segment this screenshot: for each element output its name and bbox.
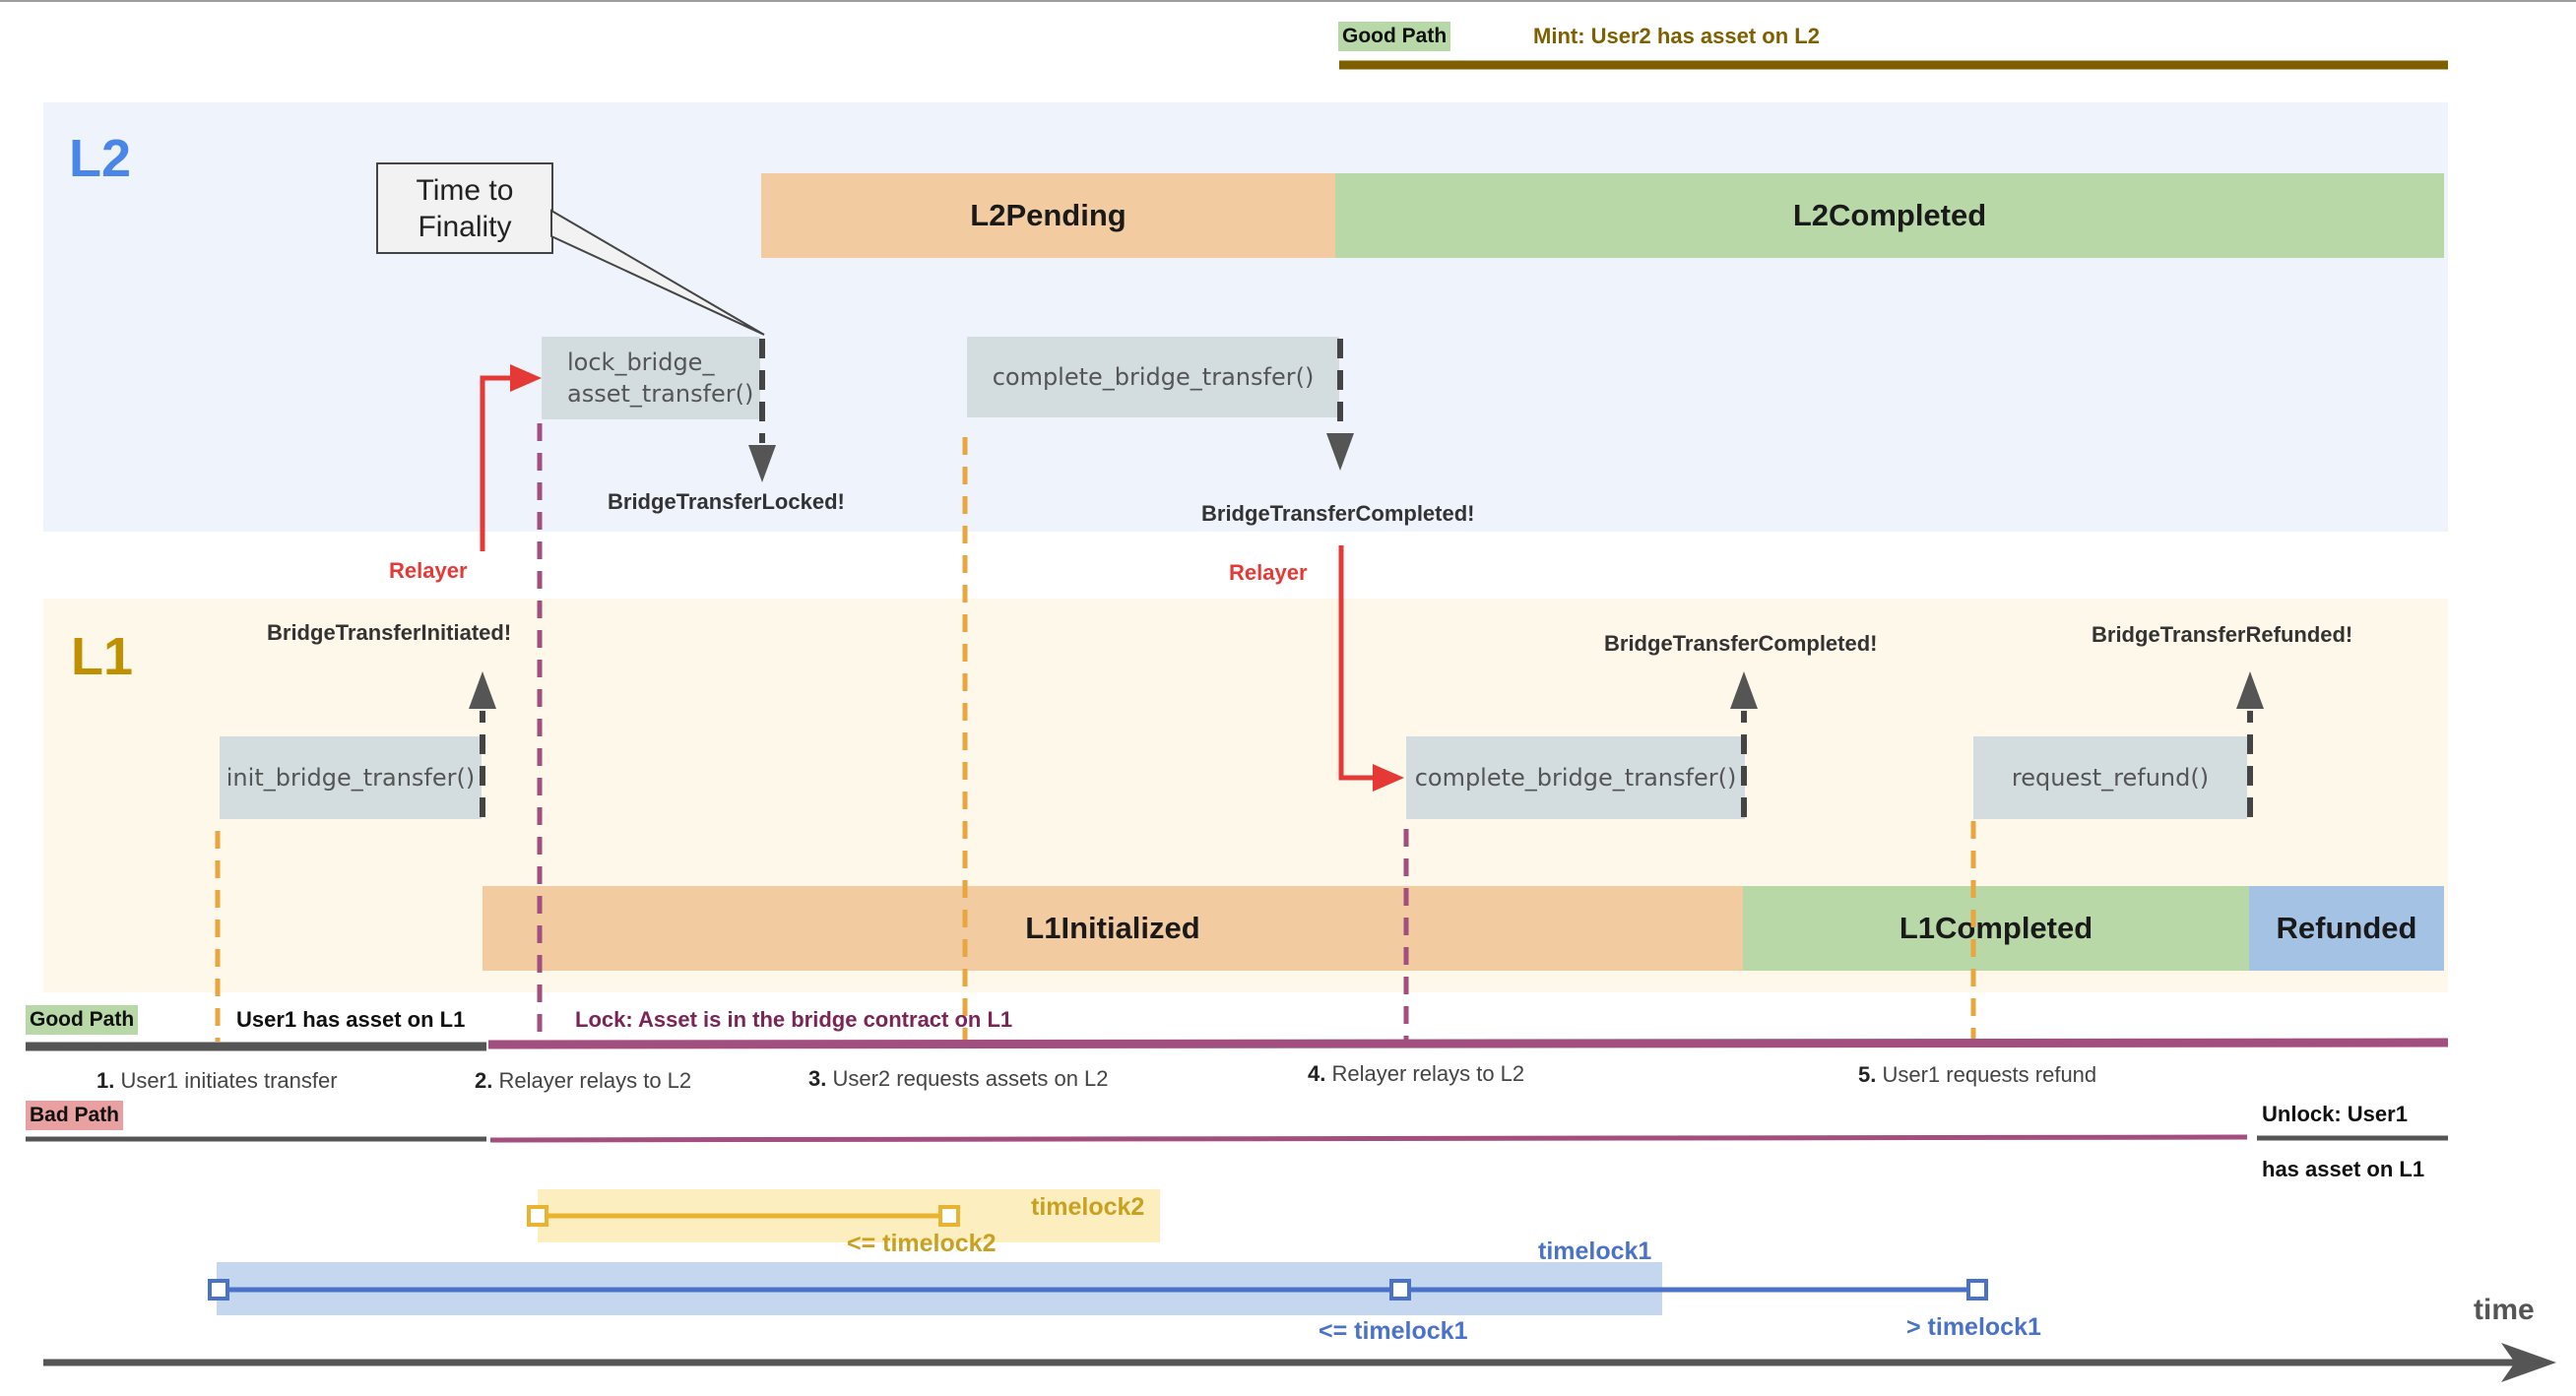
timelock2-start-marker — [527, 1205, 548, 1227]
relayer-arrow-to-l1 — [1338, 545, 1377, 781]
complete-bridge-transfer-l1-function: complete_bridge_transfer() — [1406, 736, 1745, 819]
l1-initialized-state: L1Initialized — [483, 886, 1743, 971]
initiated-event-arrow — [469, 671, 496, 709]
step-4: 4. Relayer relays to L2 — [1308, 1061, 1524, 1087]
relayer-arrowhead-to-l1 — [1373, 764, 1404, 792]
lock-bridge-asset-transfer-function: lock_bridge_ asset_transfer() — [542, 337, 760, 419]
l2-completed-state: L2Completed — [1335, 173, 2444, 258]
unlock-label-line1: Unlock: User1 — [2262, 1102, 2408, 1126]
request-refund-function: request_refund() — [1973, 736, 2247, 819]
relayer-label-second: Relayer — [1229, 560, 1308, 585]
complete-bridge-transfer-l2-function: complete_bridge_transfer() — [967, 337, 1339, 417]
step-3-text: User2 requests assets on L2 — [832, 1066, 1109, 1091]
step-1-text: User1 initiates transfer — [120, 1068, 338, 1093]
step-2: 2. Relayer relays to L2 — [475, 1068, 691, 1094]
step-3-number: 3. — [808, 1066, 827, 1091]
l2-layer-label: L2 — [69, 129, 132, 188]
relayer-arrow-to-l2 — [480, 375, 514, 551]
event-bridge-transfer-completed-l2: BridgeTransferCompleted! — [1201, 501, 1475, 526]
event-bridge-transfer-refunded: BridgeTransferRefunded! — [2092, 622, 2353, 647]
lock-bridge-function-line2: asset_transfer() — [567, 380, 754, 408]
event-bridge-transfer-locked: BridgeTransferLocked! — [608, 489, 845, 514]
user1-has-asset-label: User1 has asset on L1 — [236, 1007, 466, 1032]
step-5-number: 5. — [1858, 1062, 1877, 1087]
mint-label: Mint: User2 has asset on L2 — [1533, 24, 1820, 48]
good-path-lock-line — [487, 1038, 2449, 1049]
relayer-label-first: Relayer — [389, 558, 468, 583]
relayer-arrowhead-to-l2 — [510, 364, 542, 392]
step-2-number: 2. — [475, 1068, 493, 1093]
unlock-label-line2: has asset on L1 — [2262, 1157, 2425, 1181]
l1-completed-state: L1Completed — [1743, 886, 2249, 971]
time-axis-arrowhead — [2501, 1343, 2556, 1382]
completed-l1-event-arrow — [1730, 671, 1758, 709]
timelock1-start-marker — [208, 1279, 229, 1301]
init-bridge-transfer-function: init_bridge_transfer() — [220, 736, 482, 819]
callout-pointer — [550, 209, 765, 336]
good-path-tag-top: Good Path — [1338, 22, 1451, 51]
step-5-text: User1 requests refund — [1882, 1062, 2097, 1087]
complete-l2-event-arrow — [1326, 433, 1354, 471]
lock-event-arrow — [748, 445, 776, 482]
gt-timelock1-label: > timelock1 — [1906, 1313, 2041, 1341]
step-3: 3. User2 requests assets on L2 — [808, 1066, 1109, 1092]
timelock1-expired-marker — [1966, 1279, 1988, 1301]
l1-layer-label: L1 — [71, 627, 134, 686]
step-1: 1. User1 initiates transfer — [97, 1068, 338, 1094]
lte-timelock1-label: <= timelock1 — [1319, 1317, 1468, 1345]
bad-path-tag: Bad Path — [26, 1101, 124, 1130]
timelock2-label: timelock2 — [1031, 1193, 1145, 1221]
event-bridge-transfer-completed-l1: BridgeTransferCompleted! — [1604, 631, 1878, 656]
lte-timelock2-label: <= timelock2 — [847, 1230, 997, 1257]
good-path-tag-bottom: Good Path — [26, 1005, 139, 1035]
l2-pending-state: L2Pending — [761, 173, 1335, 258]
step-1-number: 1. — [97, 1068, 115, 1093]
step-2-text: Relayer relays to L2 — [498, 1068, 692, 1093]
bad-path-lock-line — [489, 1134, 2248, 1143]
time-to-finality-callout: Time to Finality — [376, 162, 553, 254]
event-bridge-transfer-initiated: BridgeTransferInitiated! — [267, 620, 512, 645]
timelock1-label: timelock1 — [1538, 1237, 1652, 1265]
refunded-state: Refunded — [2249, 886, 2444, 971]
time-axis-label: time — [2474, 1294, 2535, 1326]
lock-bridge-function-line1: lock_bridge_ — [567, 349, 715, 376]
step-4-text: Relayer relays to L2 — [1331, 1061, 1525, 1086]
step-4-number: 4. — [1308, 1061, 1326, 1086]
callout-line1: Time to — [416, 173, 514, 207]
step-5: 5. User1 requests refund — [1858, 1062, 2096, 1088]
refunded-event-arrow — [2236, 671, 2264, 709]
timelock2-end-marker — [938, 1205, 960, 1227]
callout-line2: Finality — [418, 210, 512, 243]
timelock1-deadline-marker — [1389, 1279, 1411, 1301]
lock-label: Lock: Asset is in the bridge contract on… — [575, 1007, 1013, 1032]
